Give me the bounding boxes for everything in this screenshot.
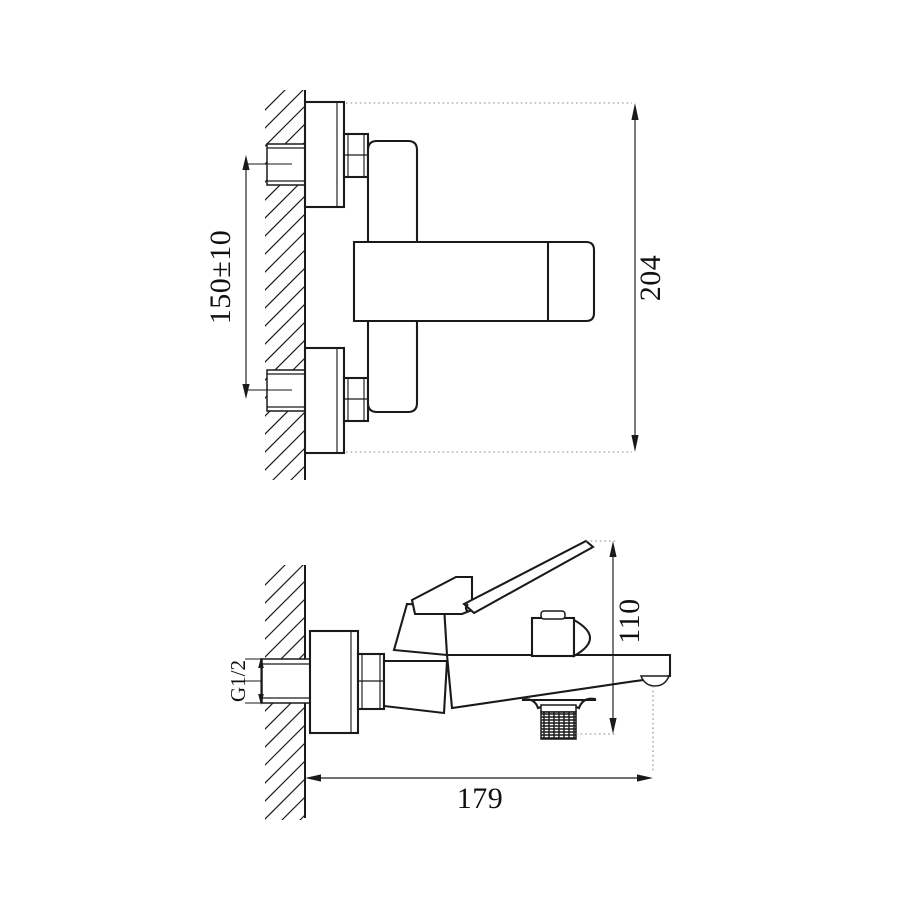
lever-handle bbox=[462, 539, 595, 615]
side-elevation-view: G1/2 110 179 bbox=[226, 539, 672, 820]
front-elevation-view: 150±10 204 bbox=[204, 90, 667, 480]
shower-outlet-thread bbox=[521, 697, 597, 740]
dimension-179: 179 bbox=[305, 774, 653, 815]
dimension-label-150: 150±10 bbox=[204, 230, 237, 324]
inlet-pipe-side bbox=[245, 658, 311, 704]
dimension-label-179: 179 bbox=[457, 782, 504, 815]
dimension-g12: G1/2 bbox=[226, 657, 272, 705]
dimension-label-g12: G1/2 bbox=[226, 660, 250, 702]
hex-nut-bottom bbox=[342, 376, 370, 423]
dimension-150: 150±10 bbox=[204, 155, 292, 399]
body-taper-side bbox=[382, 659, 449, 715]
dimension-204: 204 bbox=[631, 103, 667, 452]
escutcheon-side bbox=[308, 629, 360, 735]
hex-nut-side bbox=[356, 652, 386, 711]
dimension-label-204: 204 bbox=[634, 255, 667, 302]
hex-nut-top bbox=[342, 132, 370, 179]
spout-front bbox=[352, 240, 596, 323]
dimension-110: 110 bbox=[609, 541, 646, 734]
spout-side bbox=[445, 653, 672, 710]
diverter-knob bbox=[530, 610, 592, 658]
escutcheon-top bbox=[303, 100, 346, 209]
dimension-label-110: 110 bbox=[613, 598, 646, 643]
escutcheon-bottom bbox=[303, 346, 346, 455]
